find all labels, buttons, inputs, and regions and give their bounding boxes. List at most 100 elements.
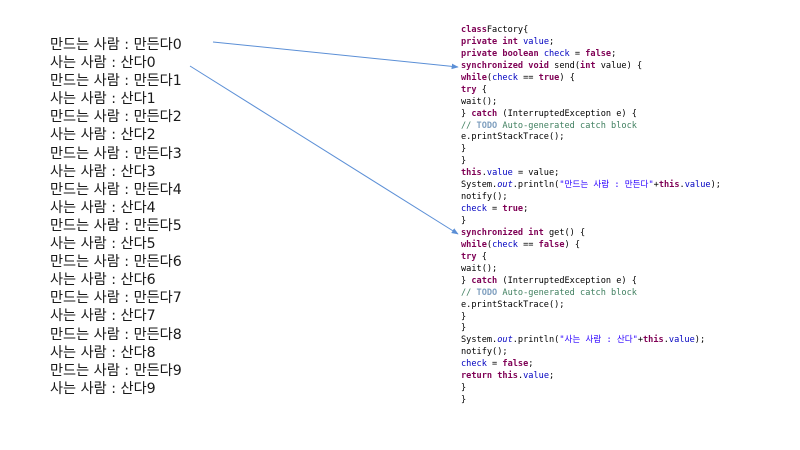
code-token: int bbox=[580, 60, 596, 71]
output-line: 만드는 사람 : 만든다4 bbox=[50, 181, 182, 198]
code-token: . bbox=[517, 371, 524, 382]
code-token: = bbox=[486, 359, 503, 370]
code-line: notify(); bbox=[461, 192, 721, 204]
code-token: System. bbox=[461, 180, 498, 191]
code-token: } bbox=[461, 311, 467, 322]
code-line: } bbox=[461, 323, 721, 335]
code-token: false bbox=[502, 359, 529, 370]
code-line: notify(); bbox=[461, 347, 721, 359]
code-token: true bbox=[538, 72, 560, 83]
code-token: TODO bbox=[476, 287, 498, 298]
code-line: } bbox=[461, 144, 721, 156]
code-token: } bbox=[461, 108, 472, 119]
code-token: ; bbox=[549, 371, 555, 382]
output-line: 사는 사람 : 산다5 bbox=[50, 236, 156, 253]
output-line: 사는 사람 : 산다4 bbox=[50, 199, 156, 216]
code-line: synchronized void send(int value) { bbox=[461, 61, 721, 73]
code-token: try bbox=[461, 84, 477, 95]
code-token: this bbox=[497, 371, 518, 382]
code-line: } bbox=[461, 156, 721, 168]
code-token: ( bbox=[486, 239, 493, 250]
code-token: } bbox=[461, 144, 467, 155]
code-token: this bbox=[658, 180, 680, 191]
code-line: check = false; bbox=[461, 359, 721, 371]
code-token: TODO bbox=[476, 120, 498, 131]
code-token: Auto-generated catch block bbox=[497, 287, 637, 298]
code-line: while(check == true) { bbox=[461, 73, 721, 85]
code-line: private int value; bbox=[461, 37, 721, 49]
code-line: return this.value; bbox=[461, 371, 721, 383]
code-line: e.printStackTrace(); bbox=[461, 132, 721, 144]
code-token: e.printStackTrace(); bbox=[461, 132, 565, 143]
code-token: return bbox=[461, 371, 493, 382]
code-token: check bbox=[461, 359, 487, 370]
code-line: synchronized int get() { bbox=[461, 228, 721, 240]
code-line: // TODO Auto-generated catch block bbox=[461, 121, 721, 133]
arrow-producer-to-send bbox=[212, 41, 459, 70]
code-token: System. bbox=[461, 335, 498, 346]
code-line: try { bbox=[461, 85, 721, 97]
code-line: } catch (InterruptedException e) { bbox=[461, 109, 721, 121]
code-token: ; bbox=[523, 204, 529, 215]
code-token: ) { bbox=[564, 239, 581, 250]
code-token: synchronized bbox=[461, 227, 524, 238]
code-token: value bbox=[523, 371, 549, 382]
code-token: try bbox=[461, 251, 477, 262]
code-token: notify(); bbox=[461, 192, 508, 203]
code-token: + bbox=[637, 335, 643, 346]
code-token: } bbox=[461, 216, 467, 226]
code-line: // TODO Auto-generated catch block bbox=[461, 288, 721, 300]
code-line: } catch (InterruptedException e) { bbox=[461, 276, 721, 288]
code-token: } bbox=[461, 156, 467, 167]
code-token: private bbox=[461, 48, 498, 59]
code-token: this bbox=[461, 168, 482, 179]
code-token: false bbox=[585, 48, 612, 59]
code-token: == bbox=[517, 72, 539, 83]
output-line: 만드는 사람 : 만든다9 bbox=[50, 362, 182, 379]
code-token: = bbox=[486, 204, 503, 215]
code-token: value) { bbox=[595, 60, 643, 71]
output-line: 만드는 사람 : 만든다1 bbox=[50, 73, 182, 90]
code-token: e.printStackTrace(); bbox=[461, 299, 565, 310]
code-token: int bbox=[502, 36, 518, 47]
code-line: } bbox=[461, 312, 721, 324]
code-token: .println( bbox=[512, 335, 560, 346]
output-line: 사는 사람 : 산다9 bbox=[50, 380, 156, 397]
code-token: ; bbox=[549, 36, 555, 47]
code-token: void bbox=[528, 60, 549, 71]
output-line: 사는 사람 : 산다0 bbox=[50, 55, 156, 72]
code-token: } bbox=[461, 323, 467, 334]
output-line: 만드는 사람 : 만든다3 bbox=[50, 145, 182, 162]
output-line: 사는 사람 : 산다8 bbox=[50, 344, 156, 361]
code-token: ; bbox=[528, 359, 534, 370]
output-line: 사는 사람 : 산다2 bbox=[50, 127, 156, 144]
code-token: wait(); bbox=[461, 263, 498, 274]
code-token: "만드는 사람 : 만든다" bbox=[559, 180, 654, 191]
code-token: value bbox=[486, 168, 513, 179]
code-line: e.printStackTrace(); bbox=[461, 300, 721, 312]
code-token: check bbox=[543, 48, 570, 59]
code-token: // bbox=[461, 287, 477, 298]
code-token: = value; bbox=[512, 168, 560, 179]
code-token: (InterruptedException e) { bbox=[497, 275, 637, 286]
code-token: check bbox=[492, 239, 518, 250]
code-line: private boolean check = false; bbox=[461, 49, 721, 61]
code-line: wait(); bbox=[461, 264, 721, 276]
code-token: wait(); bbox=[461, 96, 498, 107]
code-token: + bbox=[653, 180, 659, 191]
code-line: System.out.println("사는 사람 : 산다"+this.val… bbox=[461, 335, 721, 347]
code-token: private bbox=[461, 36, 498, 47]
code-token: } bbox=[461, 395, 467, 406]
code-token: while bbox=[461, 239, 487, 250]
code-token: == bbox=[517, 239, 539, 250]
code-token: ; bbox=[611, 48, 617, 59]
code-line: check = true; bbox=[461, 204, 721, 216]
code-token: Factory{ bbox=[486, 25, 529, 35]
output-line: 만드는 사람 : 만든다7 bbox=[50, 290, 182, 307]
code-token: "사는 사람 : 산다" bbox=[559, 335, 638, 346]
code-token: { bbox=[476, 84, 487, 95]
output-line: 만드는 사람 : 만든다0 bbox=[50, 37, 182, 53]
code-line: } bbox=[461, 216, 721, 228]
code-token: ( bbox=[486, 72, 493, 83]
